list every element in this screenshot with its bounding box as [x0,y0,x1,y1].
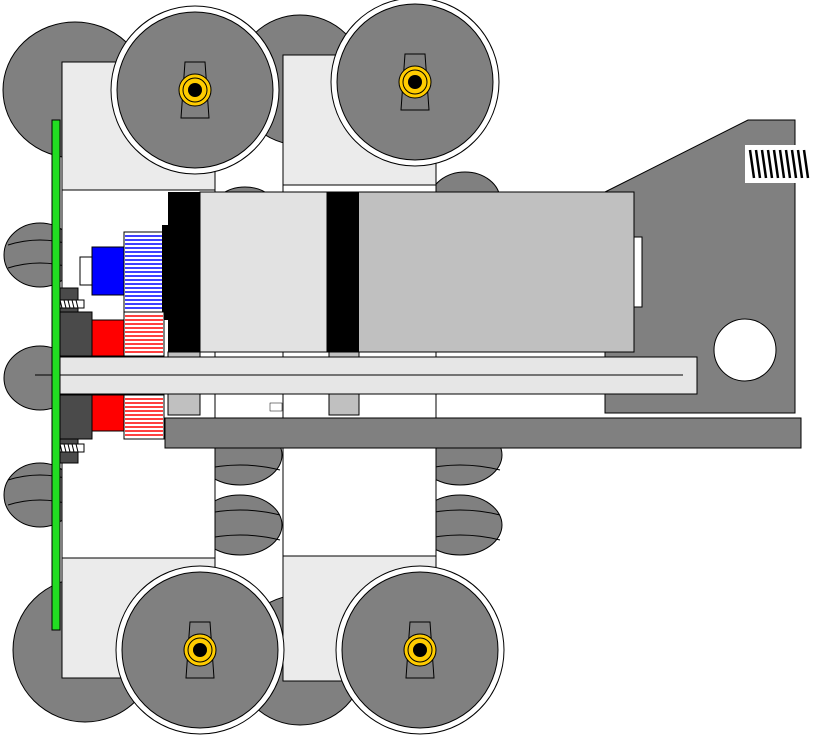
spacer-bottom [59,394,93,440]
wheel-top-left-icon [110,5,280,175]
blue-gear-icon [123,231,165,313]
motor-pinion [162,225,172,320]
blue-gear-hub [91,246,125,296]
motor-band-front [168,192,200,352]
hub-nut-icon [178,61,212,119]
circuit-board [51,119,61,631]
hub-nut-icon [398,53,432,111]
spacer-top [59,311,93,357]
motor-band-rear [327,192,359,352]
red-gear-icon [123,311,165,440]
wheel-top-right-icon [330,0,500,167]
hub-nut-icon [403,621,437,679]
wheel-bottom-left-icon [115,565,285,735]
hub-nut-icon [183,621,217,679]
front-wheels [110,0,505,735]
wheel-bottom-right-icon [335,565,505,735]
red-gear-hub-bottom [91,394,125,432]
motor-front-section [199,191,328,353]
mounting-hole [713,318,777,382]
base-plate-notch [269,402,283,412]
base-plate [164,417,802,449]
red-gear-hub-top [91,319,125,357]
spring-icon [745,145,813,183]
